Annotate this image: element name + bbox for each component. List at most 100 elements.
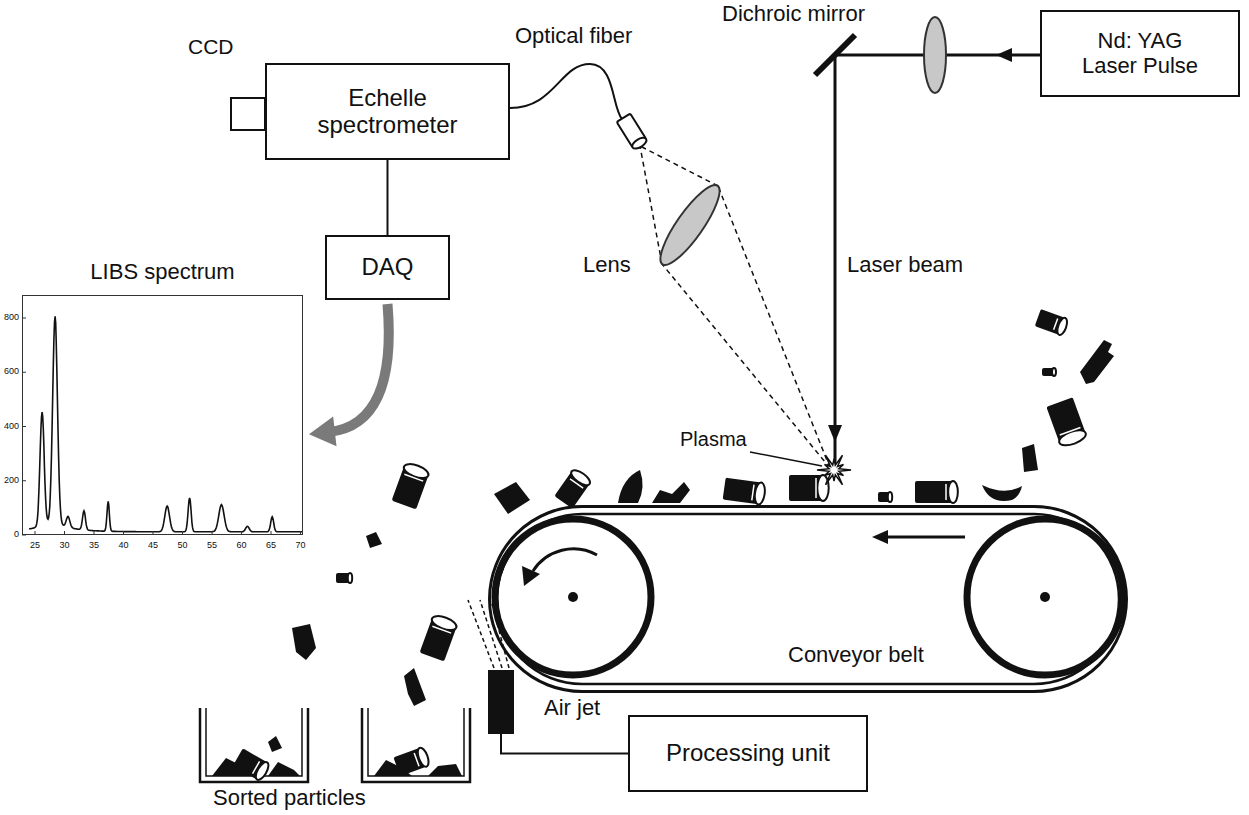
particle-cylinder [392,461,431,509]
spectrometer-label: Echelle spectrometer [293,85,483,139]
particle-cylinder [233,748,271,782]
axis-tick-label: 55 [202,540,222,550]
particle [366,532,382,548]
part-label: Optical fiber [515,24,632,49]
particle [494,482,530,514]
part-label: Dichroic mirror [722,2,865,27]
beam-arrowhead [828,425,842,442]
particle-cylinder [393,746,430,776]
belt-label: Conveyor belt [788,643,924,668]
ccd-label: CCD [188,35,234,59]
belt-track [497,514,1119,684]
chart-title: LIBS spectrum [23,260,302,285]
cylinder-stripe [253,761,260,773]
particle [292,624,316,660]
cylinder-end [253,760,271,782]
part-label: Lens [583,253,631,278]
connector [387,160,388,235]
part-label: Sorted particles [213,786,366,811]
light-ray [662,264,830,468]
cylinder-stripe [1060,428,1081,436]
axis-tick-label: 35 [84,540,104,550]
direction-arrowhead [872,530,888,544]
axis-tick-label: 70 [291,540,311,550]
axis-tick-label: 40 [114,540,134,550]
spray-line [480,600,502,668]
cylinder-stripe [752,485,754,501]
cylinder-end [948,481,958,503]
cylinder-stripe [432,626,451,633]
belt-wheel [495,519,651,675]
collection-lens [652,178,728,272]
cylinder-stripe [570,479,583,488]
particle [1080,340,1114,384]
cylinder-stripe [1054,318,1058,329]
processing-box: Processing unit [628,715,868,792]
plasma-burst [817,455,851,484]
particles [212,309,1114,782]
axis-tick-label: 800 [0,312,19,322]
axis-tick-label: 60 [232,540,252,550]
particle-cylinder [1035,309,1069,336]
axis-tick-label: 45 [143,540,163,550]
laser-label: Nd: YAG Laser Pulse [1075,29,1205,78]
connector-line [501,734,628,754]
cylinder-end [402,461,430,481]
belt-direction [886,536,965,539]
arrowhead [309,416,337,446]
axis-tick-label: 50 [173,540,193,550]
air-jet: Air jet [488,670,514,734]
laser-arrowhead [996,48,1012,62]
particle-cylinder [878,492,892,502]
particle [982,485,1022,501]
daq-label: DAQ [361,254,413,281]
connector [309,304,389,446]
light-ray [718,186,830,468]
spectrum-chart: LIBS spectrum [22,295,303,535]
part-label: Plasma [680,428,747,450]
particle-cylinder [336,573,352,583]
laser-beam [834,55,837,466]
connector [501,734,628,754]
air-jet-label: Air jet [544,696,600,721]
bin [200,708,308,782]
cylinder-end [430,613,458,633]
particle-cylinder [1042,368,1056,376]
particle-cylinder [789,475,829,501]
particle [268,762,300,776]
cylinder-stripe [404,474,423,481]
cylinder-end [569,467,593,488]
particle [404,668,426,706]
bin [362,708,470,782]
particle [618,470,643,503]
laser-box: Nd: YAG Laser Pulse [1040,10,1240,97]
axis-tick-label: 600 [0,366,19,376]
cylinder-end [888,492,892,502]
rotation-arrowhead [522,566,540,586]
plasma-star [817,455,851,484]
cylinder-end [1052,368,1056,376]
particle-cylinder [1046,397,1087,448]
belt-wheel [967,519,1123,675]
part-label: Laser beam [847,253,963,278]
conveyor-belt: Conveyor belt [488,505,1128,693]
fiber-tip [630,136,648,151]
cylinder-end [1057,427,1088,448]
rotation-arrow [533,549,597,571]
daq-box: DAQ [325,235,450,300]
particle [652,482,690,503]
processing-label: Processing unit [666,740,830,767]
wheel-axle [1040,592,1050,602]
optical-fiber [510,64,622,119]
cylinder-stripe [815,478,817,498]
connector-line [387,160,389,235]
collected-light [640,146,830,468]
bin-wall [368,708,464,776]
cylinder-end [348,573,352,583]
leader-line [750,452,822,466]
particle [268,736,282,752]
spectrum-plot [22,316,303,535]
connector-line [330,304,389,432]
axis-tick-label: 400 [0,421,19,431]
